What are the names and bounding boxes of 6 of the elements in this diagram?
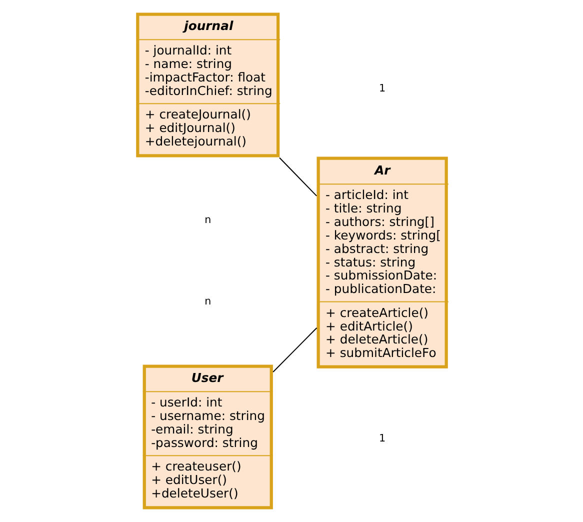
- label: 1: [378, 82, 386, 95]
- label: n: [204, 295, 211, 308]
- label: n: [204, 214, 211, 226]
- connector: [278, 157, 316, 196]
- connector: [272, 327, 317, 372]
- label: 1: [378, 432, 386, 445]
